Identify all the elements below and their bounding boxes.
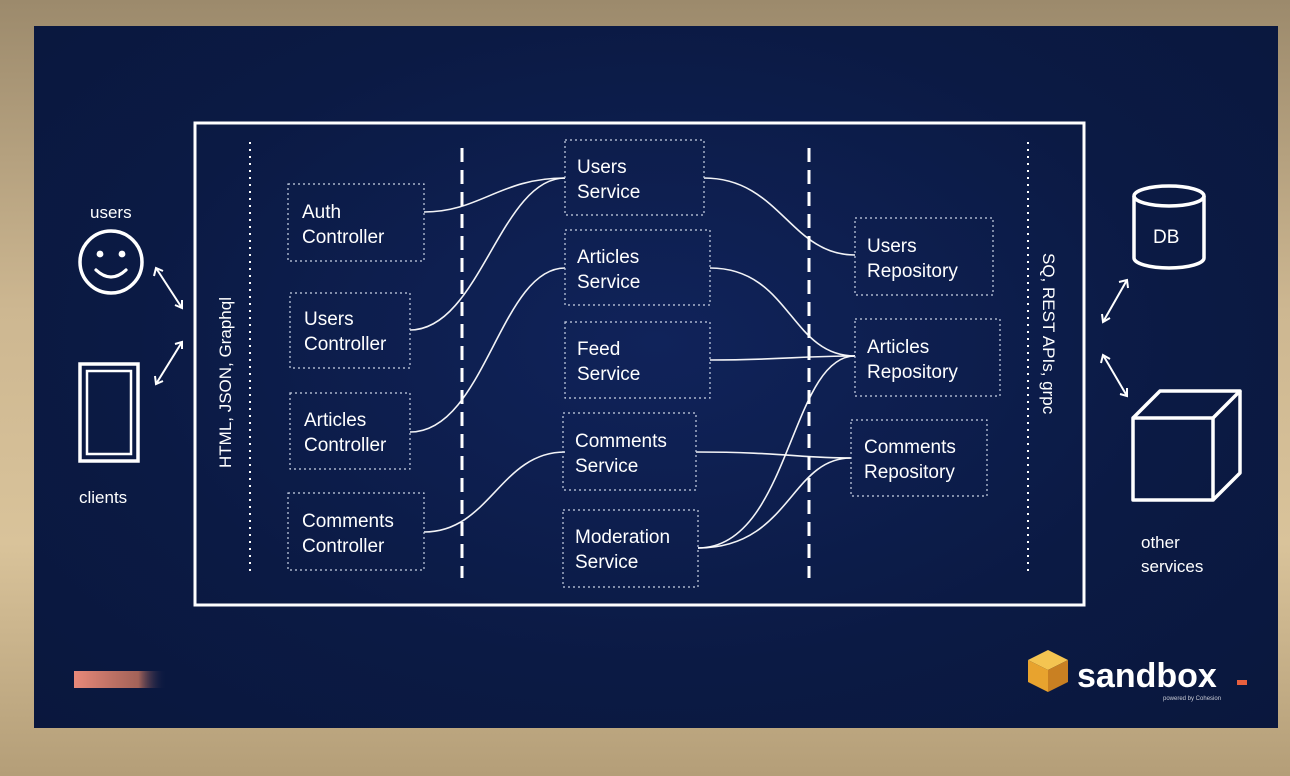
controller-auth: Auth Controller: [287, 183, 425, 262]
service-users-line1: Users: [577, 157, 627, 178]
controller-articles-line1: Articles: [304, 410, 366, 431]
wire-comments-comments: [423, 451, 566, 533]
repository-users-line1: Users: [867, 236, 917, 257]
wire-feed-articlesrepo: [709, 355, 856, 361]
controller-comments-line2: Controller: [302, 536, 385, 557]
controller-comments-line1: Comments: [302, 511, 394, 532]
service-articles-line2: Service: [577, 272, 640, 293]
service-comments-box: [562, 412, 697, 491]
db-arrow-icon: [1101, 278, 1129, 324]
service-moderation-line2: Service: [575, 552, 638, 573]
users-arrow-icon: [153, 266, 183, 310]
controller-users-box: [289, 292, 411, 369]
repository-comments-box: [850, 419, 988, 497]
controller-auth-line1: Auth: [302, 202, 341, 223]
service-users: Users Service: [564, 139, 705, 216]
repository-articles-line2: Repository: [867, 362, 958, 383]
db-label: DB: [1153, 227, 1179, 248]
wire-commentsservice-commentsrepo: [695, 451, 852, 459]
sandbox-logo-icon: [1028, 650, 1068, 692]
controller-users-line1: Users: [304, 309, 354, 330]
controller-users-line2: Controller: [304, 334, 387, 355]
wire-moderation-articlesrepo: [697, 355, 856, 549]
controller-comments-box: [287, 492, 425, 571]
service-comments-line1: Comments: [575, 431, 667, 452]
repository-users-line2: Repository: [867, 261, 958, 282]
controller-comments: Comments Controller: [287, 492, 425, 571]
repository-articles-line1: Articles: [867, 337, 929, 358]
repository-comments: Comments Repository: [850, 419, 988, 497]
wire-articlesservice-articlesrepo: [709, 267, 856, 357]
controller-auth-line2: Controller: [302, 227, 385, 248]
database-icon: [1132, 184, 1206, 270]
application-boundary: [193, 121, 1086, 607]
controller-articles-line2: Controller: [304, 435, 387, 456]
services-label: services: [1141, 557, 1203, 576]
service-feed: Feed Service: [564, 321, 711, 399]
service-repository-wires: [695, 177, 856, 549]
tablet-icon: [78, 362, 140, 463]
clients-label: clients: [79, 488, 127, 507]
controller-service-wires: [409, 177, 566, 533]
service-moderation-line1: Moderation: [575, 527, 670, 548]
service-users-box: [564, 139, 705, 216]
wire-users-users: [409, 177, 566, 331]
smiley-icon: [78, 229, 144, 295]
services-arrow-icon: [1100, 353, 1128, 398]
repository-comments-line1: Comments: [864, 437, 956, 458]
service-comments-line2: Service: [575, 456, 638, 477]
accent-bar: [74, 671, 166, 688]
wire-moderation-commentsrepo: [697, 457, 852, 549]
service-moderation: Moderation Service: [562, 509, 699, 588]
service-comments: Comments Service: [562, 412, 697, 491]
service-users-line2: Service: [577, 182, 640, 203]
repository-users: Users Repository: [854, 217, 994, 296]
controller-auth-box: [287, 183, 425, 262]
brand-name: sandbox: [1077, 657, 1217, 695]
service-feed-line2: Service: [577, 364, 640, 385]
wire-articles-articles: [409, 267, 566, 433]
repository-comments-line2: Repository: [864, 462, 955, 483]
service-feed-box: [564, 321, 711, 399]
clients-arrow-icon: [154, 340, 183, 386]
data-layer-label: SQ, REST APIs, grpc: [1039, 253, 1058, 415]
users-label: users: [90, 203, 132, 222]
cube-icon: [1131, 389, 1242, 502]
controller-articles: Articles Controller: [289, 392, 411, 470]
wire-usersservice-usersrepo: [703, 177, 856, 256]
repository-articles-box: [854, 318, 1001, 397]
service-feed-line1: Feed: [577, 339, 620, 360]
repository-articles: Articles Repository: [854, 318, 1001, 397]
wire-auth-users: [423, 177, 566, 213]
transport-layer-label: HTML, JSON, Graphql: [216, 297, 235, 468]
service-moderation-box: [562, 509, 699, 588]
presentation-slide: [34, 26, 1278, 728]
service-articles-line1: Articles: [577, 247, 639, 268]
other-label: other: [1141, 533, 1180, 552]
repository-users-box: [854, 217, 994, 296]
service-articles: Articles Service: [564, 229, 711, 306]
controller-users: Users Controller: [289, 292, 411, 369]
brand-tagline: powered by Cohesion: [1163, 696, 1221, 702]
controller-articles-box: [289, 392, 411, 470]
brand-dot: [1237, 680, 1247, 685]
